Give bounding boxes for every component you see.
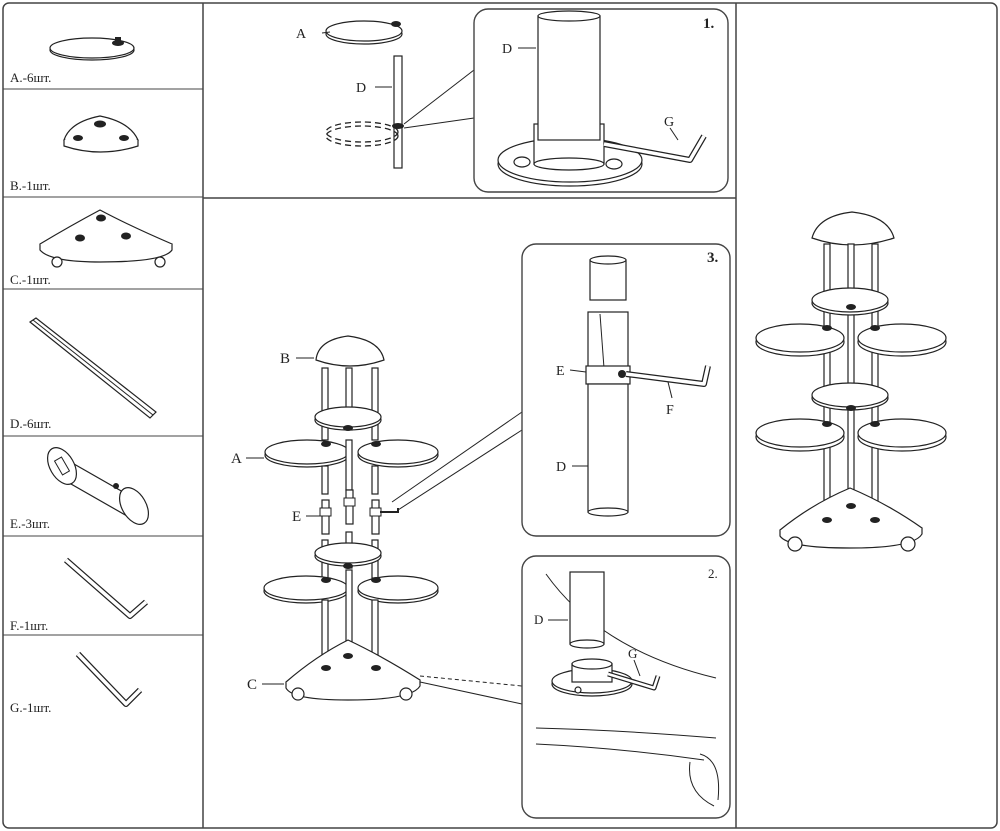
- detail2-drawing: [535, 571, 720, 807]
- detail3-panel: 3. E F D: [521, 243, 731, 537]
- main-callout-c: C: [247, 677, 257, 693]
- part-g-label: G.-1шт.: [10, 700, 51, 715]
- part-d-label: D.-6шт.: [10, 416, 51, 431]
- detail3-callout-e: E: [556, 364, 565, 379]
- step1-callout-d: D: [356, 81, 366, 96]
- part-c-base-drawing: [39, 209, 173, 268]
- part-e-label: E.-3шт.: [10, 516, 50, 531]
- step1-detail-callout-d: D: [502, 42, 512, 57]
- part-b-cap-drawing: [63, 115, 139, 153]
- detail2-callout-d: D: [534, 612, 543, 627]
- step1-detail-callout-g: G: [664, 115, 674, 130]
- part-c-label: C.-1шт.: [10, 272, 51, 287]
- part-f-allen-key-drawing: [64, 557, 148, 619]
- part-b-label: B.-1шт.: [10, 178, 51, 193]
- part-d-rod-drawing: [28, 317, 157, 419]
- part-g-allen-key-drawing: [75, 651, 143, 707]
- part-a-label: A.-6шт.: [10, 70, 51, 85]
- step1-callout-a: A: [296, 27, 307, 42]
- detail2-callout-g: G: [628, 646, 637, 661]
- detail3-callout-d: D: [556, 460, 566, 475]
- step1-detail-drawing: [497, 10, 707, 187]
- assembled-stand-drawing: [755, 211, 947, 552]
- parts-list: A.-6шт. B.-1шт. C.-1шт. D.-6шт.: [10, 37, 173, 715]
- part-e-connector-drawing: [46, 447, 150, 525]
- main-callout-b: B: [280, 351, 290, 367]
- detail3-number: 3.: [707, 250, 719, 266]
- main-callout-e: E: [292, 509, 301, 525]
- detail2-panel: 2. D G: [521, 555, 731, 819]
- detail3-drawing: [585, 255, 711, 517]
- detail2-number: 2.: [708, 566, 718, 581]
- detail3-callout-f: F: [666, 403, 674, 418]
- step1-panel: A D 1. D G: [296, 8, 729, 193]
- part-a-shelf-drawing: [49, 37, 135, 61]
- main-assembly: B A E: [231, 335, 523, 705]
- step1-detail-number: 1.: [703, 16, 715, 32]
- main-callout-a: A: [231, 451, 242, 467]
- part-f-label: F.-1шт.: [10, 618, 48, 633]
